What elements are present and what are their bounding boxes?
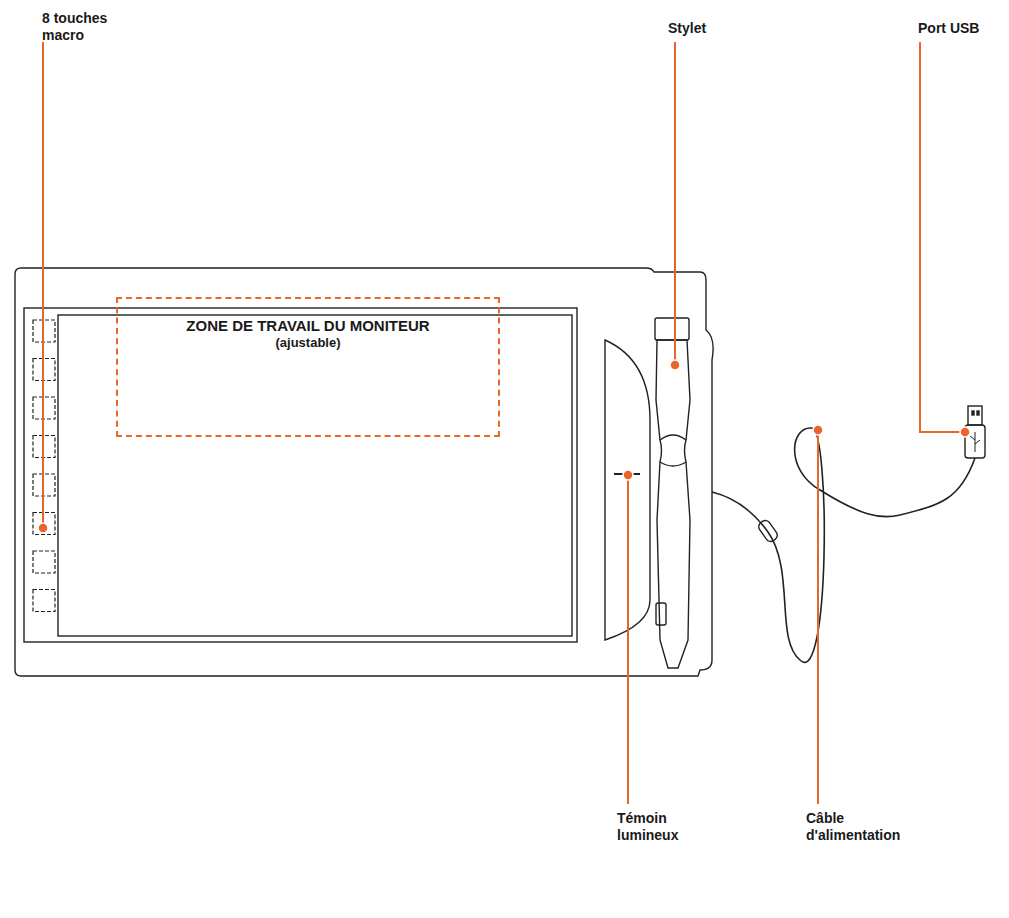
work-area-zone: ZONE DE TRAVAIL DU MONITEUR(ajustable) — [116, 297, 500, 437]
screen-display — [58, 315, 572, 636]
leader-lines — [43, 42, 965, 804]
macro-key — [33, 551, 55, 573]
zone-note: (ajustable) — [275, 335, 340, 351]
macro-key — [33, 590, 55, 612]
tablet-housing — [15, 268, 713, 676]
power-cable — [712, 428, 975, 662]
indicator-label: Témoin lumineux — [617, 810, 697, 844]
leader-dots — [38, 360, 970, 533]
macro-keys-label: 8 touches macro — [42, 10, 122, 44]
cable-label: Câble d'alimentation — [806, 810, 916, 844]
cable-ferrule — [757, 519, 779, 544]
screen-frame — [24, 308, 577, 642]
stylus-label: Stylet — [668, 20, 748, 37]
usb-port-label: Port USB — [918, 20, 1008, 37]
stylus — [655, 318, 690, 668]
zone-title: ZONE DE TRAVAIL DU MONITEUR — [186, 317, 429, 335]
